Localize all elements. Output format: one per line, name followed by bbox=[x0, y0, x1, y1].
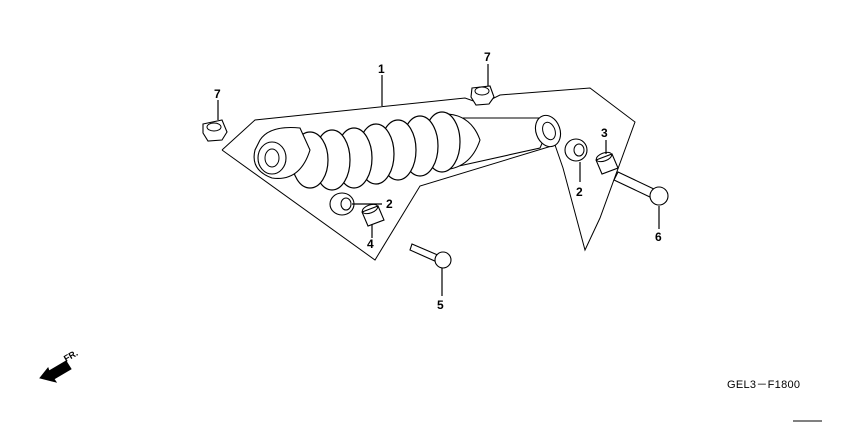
callout-5: 5 bbox=[437, 298, 444, 312]
callout-2-left: 2 bbox=[386, 197, 393, 211]
callout-3: 3 bbox=[601, 126, 608, 140]
callout-7-left: 7 bbox=[214, 87, 221, 101]
callout-1: 1 bbox=[378, 62, 385, 76]
callouts: 1 2 2 3 4 5 6 7 7 bbox=[214, 50, 662, 312]
callout-2-right: 2 bbox=[576, 185, 583, 199]
nut-7-left bbox=[202, 119, 228, 142]
bolt-5 bbox=[409, 243, 452, 269]
shock-absorber bbox=[253, 111, 562, 191]
nut-7-upper bbox=[470, 85, 495, 106]
callout-6: 6 bbox=[655, 230, 662, 244]
collar-3 bbox=[595, 151, 619, 175]
callout-4: 4 bbox=[367, 237, 374, 251]
front-direction-label: FR. bbox=[62, 348, 80, 364]
diagram-code: GEL3－F1800 bbox=[727, 379, 800, 391]
bolt-6 bbox=[613, 171, 669, 206]
leader-lines bbox=[217, 64, 660, 296]
bushing-2-left bbox=[329, 192, 355, 216]
assembly-outline bbox=[221, 87, 636, 261]
callout-7-upper: 7 bbox=[484, 50, 491, 64]
bushing-2-right bbox=[564, 138, 588, 162]
front-direction-arrow: FR. bbox=[39, 348, 80, 383]
collar-4 bbox=[361, 203, 385, 227]
